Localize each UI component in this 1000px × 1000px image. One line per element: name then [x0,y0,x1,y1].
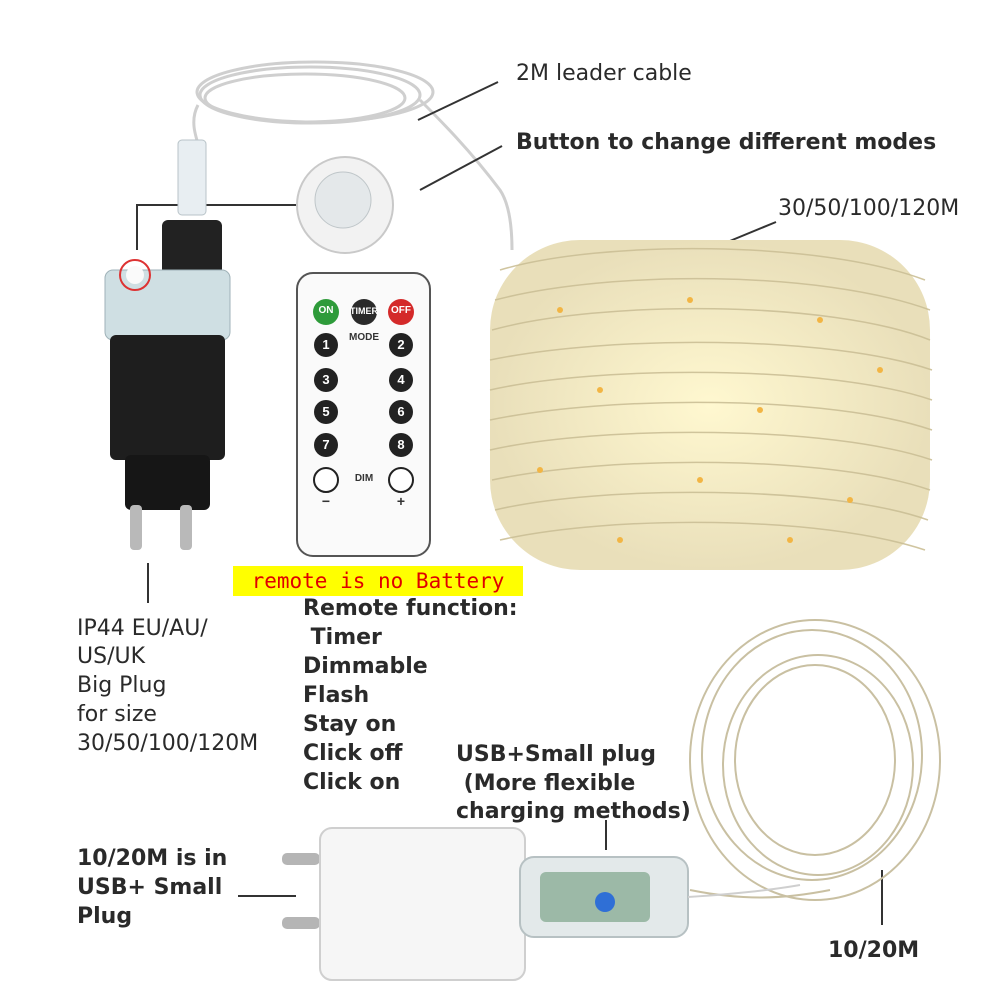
small-plug-line-2: USB+ Small [77,875,223,900]
remote-key-4: 4 [397,372,405,387]
usb-plug-line-3: charging methods) [456,799,691,824]
usb-plug-line-2: (More flexible [456,771,636,796]
remote-function-item-3: Flash [303,683,370,708]
button-modes-label: Button to change different modes [516,130,937,155]
usb-plug [282,827,801,981]
remote-key-2: 2 [397,337,405,352]
remote-key-8: 8 [397,437,405,452]
small-plug-line-1: 10/20M is in [77,846,228,871]
usb-plug-line-1: USB+Small plug [456,742,656,767]
remote-function-heading: Remote function: [303,596,518,621]
remote-control [296,272,431,557]
mode-button-closeup [296,156,394,254]
remote-on-label: ON [318,305,334,316]
remote-function-item-5: Click off [303,741,403,766]
leader-cable-coil [192,60,514,251]
remote-function-item-2: Dimmable [303,654,428,679]
leader-cable-label: 2M leader cable [516,61,692,86]
small-wire-coil [689,619,941,901]
remote-dim-label: DIM [354,473,374,484]
remote-plus-label: + [396,493,406,509]
remote-key-7: 7 [322,437,330,452]
remote-off-label: OFF [391,305,411,316]
remote-key-1: 1 [322,337,330,352]
big-wire-coil [489,240,933,570]
remote-function-item-6: Click on [303,770,401,795]
big-plug-line-4: for size [77,702,157,727]
callout-lines [136,81,883,925]
remote-key-5: 5 [322,404,330,419]
lengths-big-label: 30/50/100/120M [778,196,960,221]
big-adapter [104,139,231,550]
remote-function-item-1: Timer [303,625,382,650]
big-plug-line-2: US/UK [77,644,146,669]
remote-key-6: 6 [397,404,405,419]
big-plug-line-3: Big Plug [77,673,167,698]
lengths-small-label: 10/20M [828,938,920,963]
no-battery-warning: remote is no Battery [233,566,523,596]
big-plug-line-5: 30/50/100/120M [77,731,259,756]
remote-function-item-4: Stay on [303,712,397,737]
remote-mode-label: MODE [349,332,379,343]
remote-timer-label: TIMER [350,306,378,316]
remote-key-3: 3 [322,372,330,387]
small-plug-line-3: Plug [77,904,133,929]
remote-minus-label: − [321,493,331,509]
big-plug-line-1: IP44 EU/AU/ [77,616,208,641]
